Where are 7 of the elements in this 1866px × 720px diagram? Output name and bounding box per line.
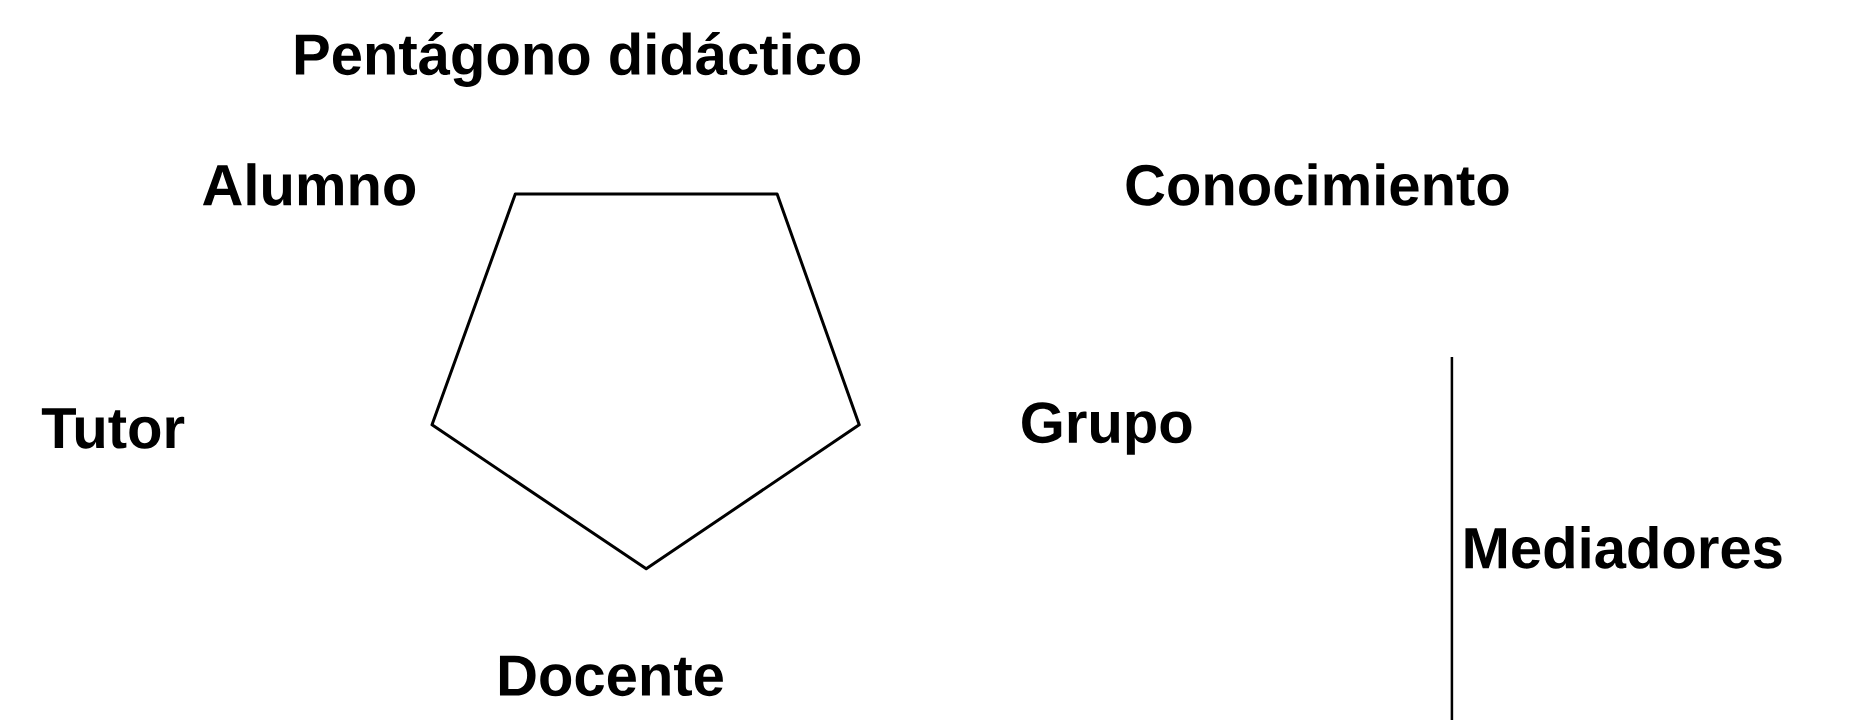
label: Alumno — [202, 163, 416, 206]
label: Mediadores — [1465, 526, 1782, 569]
title: Pentágono didáctico — [295, 32, 861, 87]
label: Grupo — [1022, 402, 1192, 455]
label: Tutor — [41, 408, 185, 449]
label: Conocimiento — [1126, 163, 1509, 206]
label: Docente — [499, 655, 723, 697]
